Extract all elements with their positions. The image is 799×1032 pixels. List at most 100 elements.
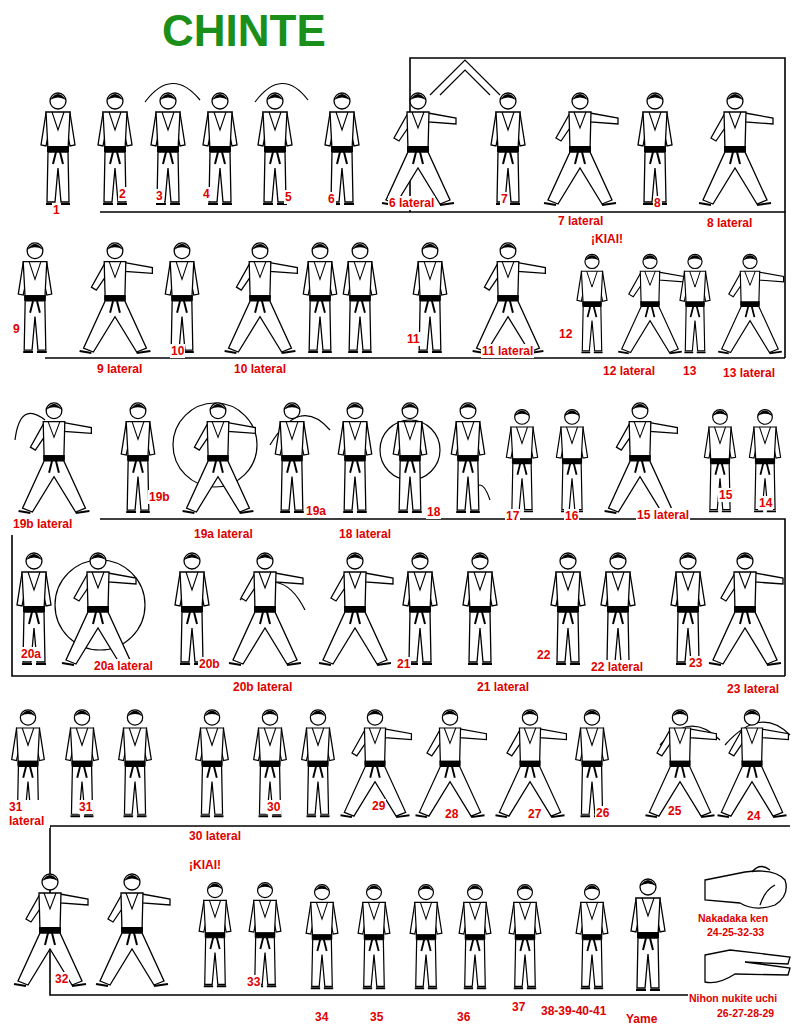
callout-number: 17 [505,509,520,523]
callout-number: 23 [688,656,703,670]
karateka-figure [338,403,371,512]
fist-icon [705,871,786,908]
path-line [12,535,785,676]
karateka-figure [749,410,780,512]
callout-number: 25 [667,804,682,818]
callout-number: 4 [202,187,211,201]
callout-number: 16 [564,509,579,523]
callout-number: 13 [682,364,697,378]
karateka-figure [459,885,491,989]
karateka-figure [631,879,665,990]
callout-number: 8 lateral [706,216,753,230]
nukite-icon [705,950,790,983]
karateka-figure [258,93,292,204]
karateka-figure [341,710,412,817]
karateka-figure [544,93,618,205]
karateka-figure [618,254,683,353]
kata-title: CHINTE [162,6,326,56]
path-line [100,212,785,358]
callout-number: 6 lateral [388,196,435,210]
karateka-figure [225,243,298,353]
karateka-figure [80,243,153,353]
karateka-figure [175,553,209,664]
callout-number: 22 [536,648,551,662]
callout-number: 2 [118,187,127,201]
karateka-figure [275,403,308,512]
callout-number: 36 [456,1010,471,1024]
karateka-figure [680,254,710,352]
karateka-figure [96,874,170,986]
callout-number: 29 [371,799,386,813]
callout-number: ¡KIAI! [188,858,222,872]
karateka-figure [496,710,567,817]
callout-number: 1 [52,203,61,217]
callout-number: 34 [314,1010,329,1024]
path-line [100,519,785,676]
karateka-figure [249,883,281,987]
callout-number: 33 [246,975,261,989]
karateka-figure [556,410,587,512]
callout-number: 30 [266,800,281,814]
callout-number: 12 [558,327,573,341]
fist-icon [752,866,775,905]
karateka-figure [358,885,390,989]
karateka-figure [343,243,376,352]
callout-number: 20b [198,657,221,671]
callout-number: Yame [625,1012,658,1026]
karateka-figure [473,243,546,353]
callout-number: ¡KIAI! [590,232,624,246]
path-line [50,825,790,827]
path-line [50,826,700,995]
callout-number: 5 [284,190,293,204]
karateka-figure [638,93,672,204]
karateka-figure [699,93,773,205]
karateka-figure [302,710,335,816]
callout-number: 9 [12,322,21,336]
karateka-figure [576,885,608,989]
karateka-figure [203,93,237,204]
karateka-figure [463,553,497,664]
callout-number: 7 [500,192,509,206]
callout-number: 10 lateral [233,362,287,376]
karateka-figure [491,93,525,204]
karateka-figure [229,553,303,665]
karateka-figure [319,553,393,665]
callout-number: 20a lateral [93,659,154,673]
callout-number: 11 lateral [481,344,534,358]
karateka-figure [403,553,437,664]
callout-number: 20b lateral [232,680,293,694]
callout-number: 6 [327,192,336,206]
karateka-figure [393,403,426,512]
karateka-figure [718,254,783,353]
callout-number: 31 lateral [8,800,50,828]
callout-number: 28 [444,807,459,821]
karateka-figure [196,710,229,816]
callout-number: 19a lateral [193,527,254,541]
karateka-figure [704,410,735,512]
callout-number: 22 lateral [590,660,644,674]
path-line [410,58,785,212]
karateka-figure [62,553,136,665]
karateka-figure [14,874,88,986]
callout-number: 24 [746,809,761,823]
karateka-figure [98,93,132,204]
callout-number: 15 [718,488,733,502]
callout-number: 30 lateral [188,829,242,843]
karateka-figure [382,93,456,205]
callout-number: 38-39-40-41 [540,1004,607,1018]
karateka-figure [199,883,231,987]
callout-number: 7 lateral [557,214,604,228]
path-line [12,58,790,995]
callout-number: 19b lateral [12,517,73,531]
karateka-figure [325,93,359,204]
callout-number: 23 lateral [726,682,780,696]
callout-number: 31 [78,800,93,814]
karateka-figure [709,553,783,665]
path-line [45,357,785,359]
karateka-figure [18,243,51,352]
callout-number: 35 [369,1010,384,1024]
callout-number: 9 lateral [96,362,143,376]
hands-icon [430,60,500,95]
callout-number: 20a [20,647,42,661]
callout-number: 24-25-32-33 [706,926,765,939]
